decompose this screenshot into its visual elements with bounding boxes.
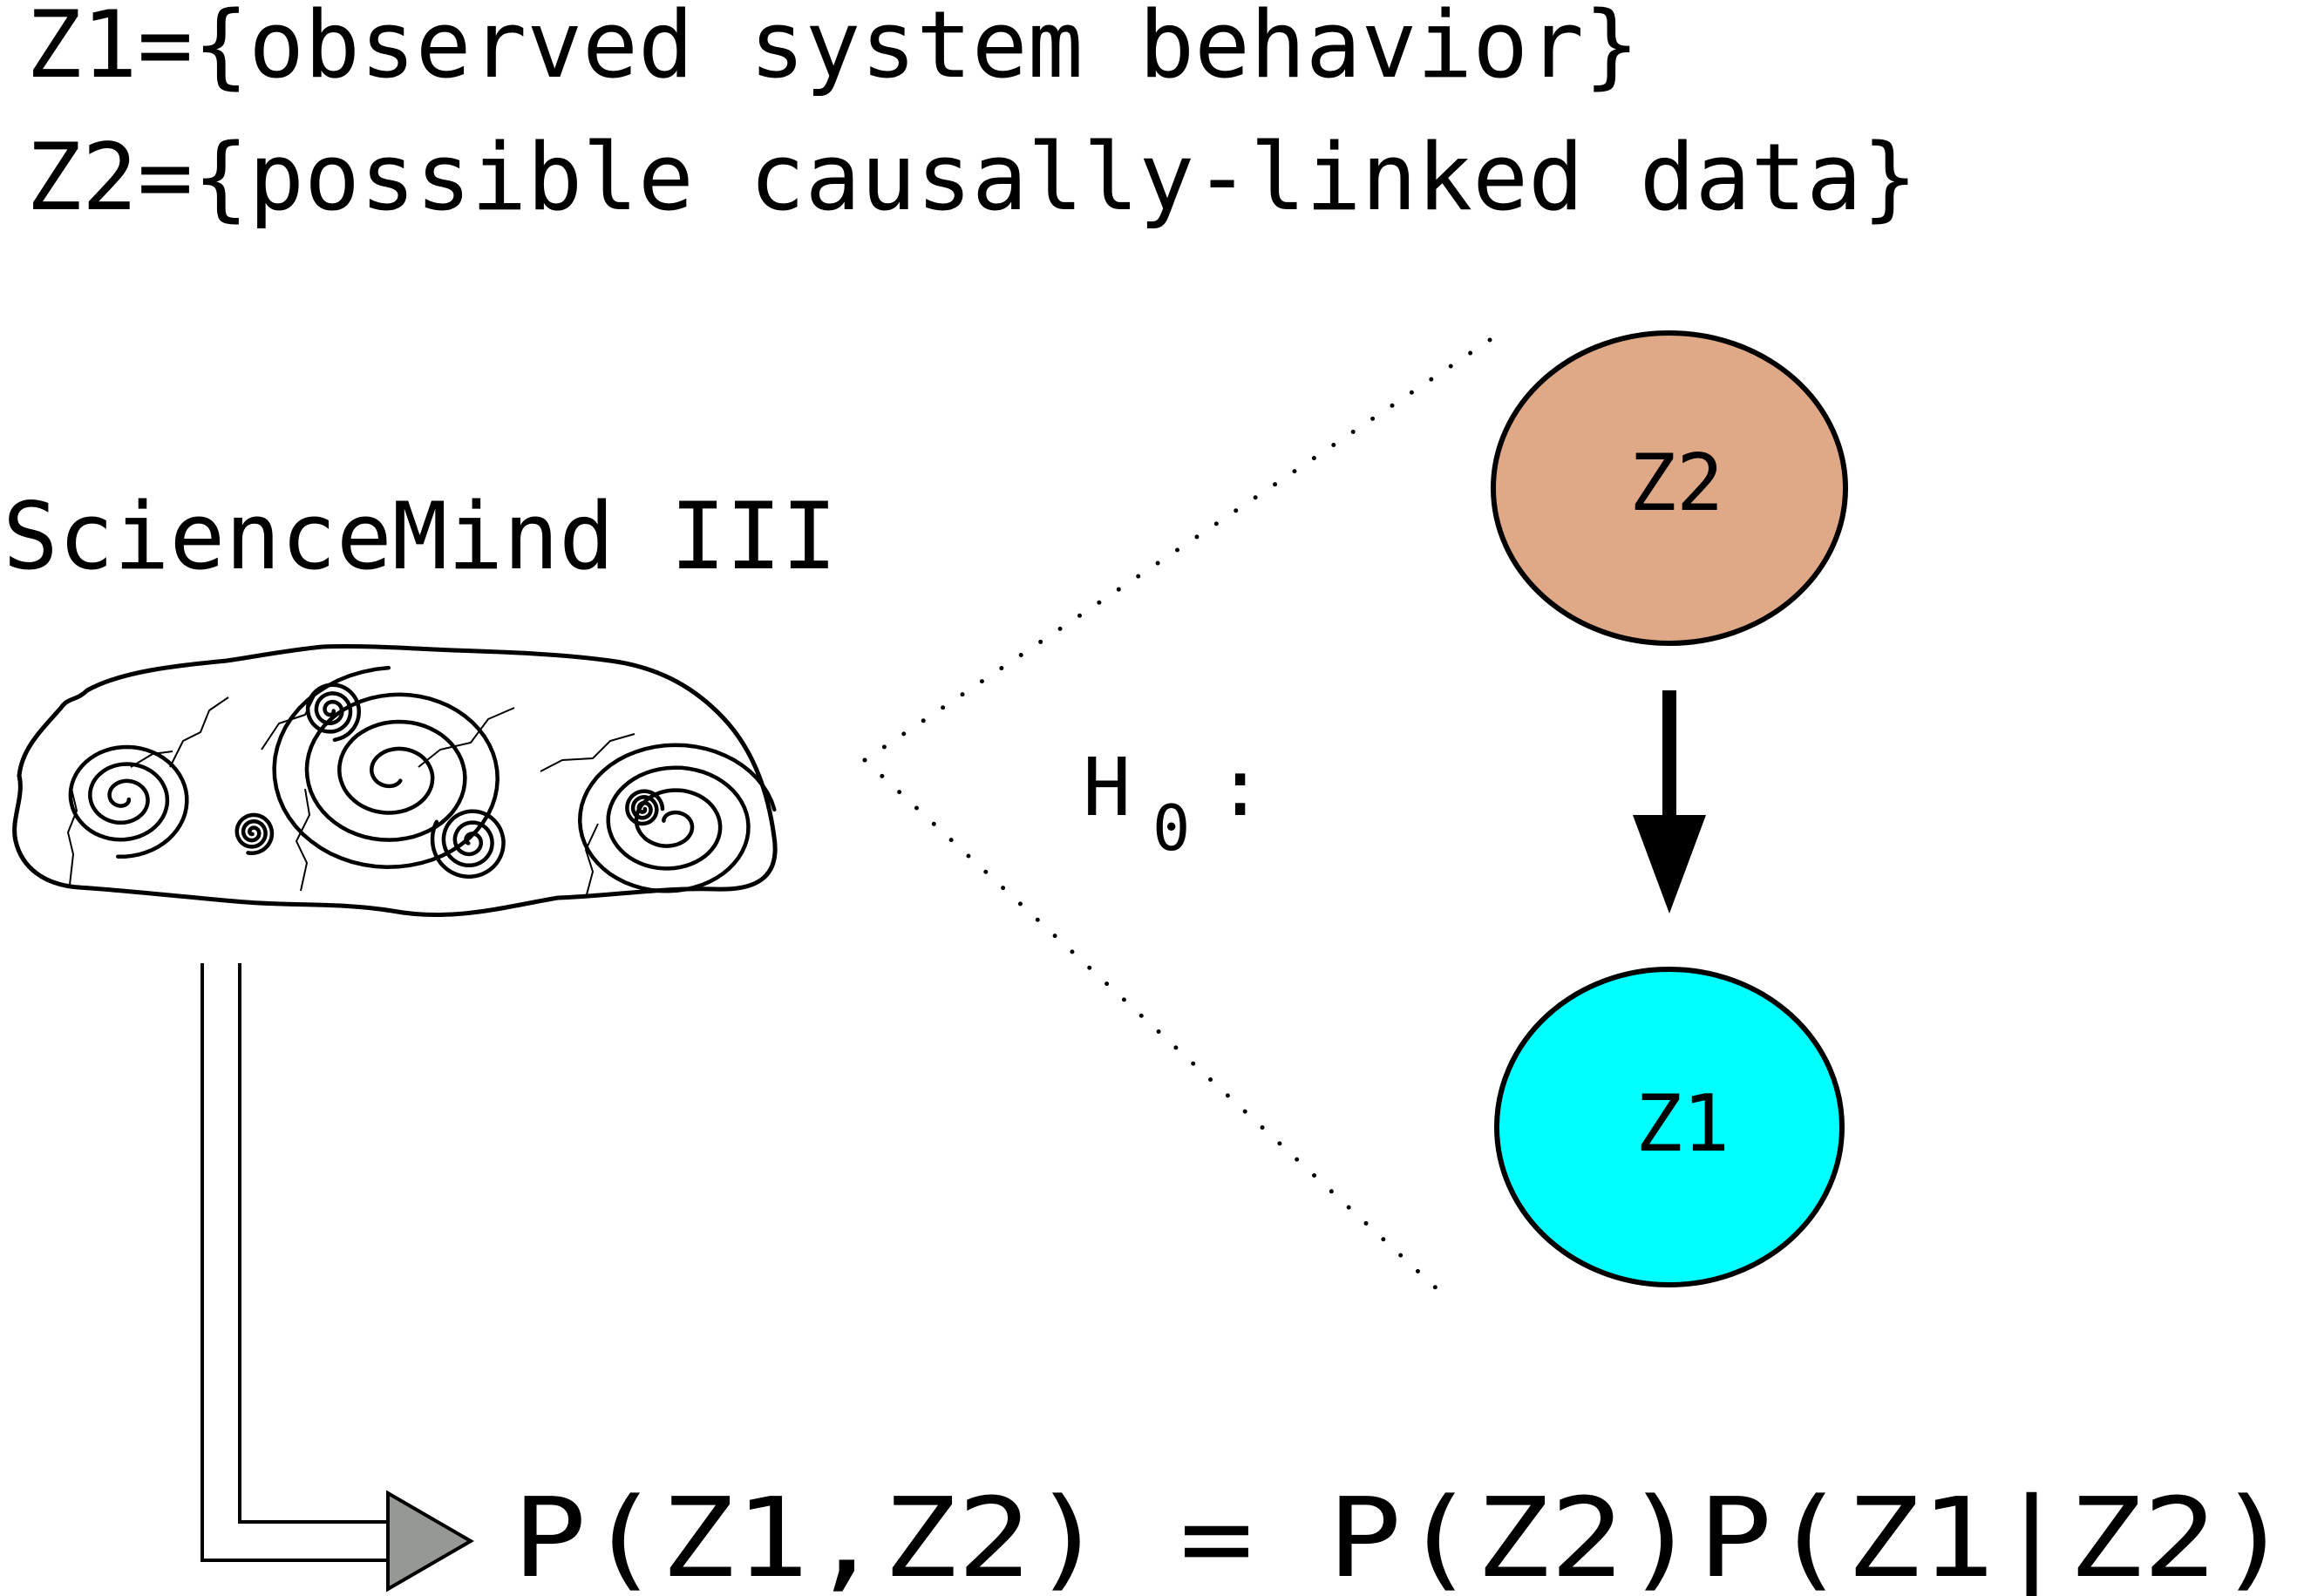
- node-z1-circle: [1494, 967, 1845, 1287]
- causal-arrow: [1633, 690, 1706, 913]
- brain-swirl-5: [430, 809, 506, 879]
- hypothesis-h: H: [1083, 741, 1131, 834]
- node-z1: Z1: [1494, 967, 1845, 1287]
- brain-swirl-7: [625, 789, 665, 826]
- brain-swirl-1: [68, 744, 189, 859]
- joint-probability-equation: P(Z1,Z2) = P(Z2)P(Z1|Z2): [513, 1474, 2291, 1596]
- brain-swirl-6: [577, 743, 777, 893]
- brain-crack-5: [418, 707, 515, 768]
- z1-definition: Z1={observed system behavior}: [26, 0, 1640, 98]
- brain-crack-2: [169, 696, 229, 768]
- hypothesis-colon: :: [1216, 741, 1264, 834]
- output-connector: [200, 963, 474, 1593]
- brain-swirls: [68, 665, 777, 893]
- node-z2: Z2: [1491, 330, 1848, 646]
- output-connector-inner: [238, 963, 388, 1524]
- output-connector-outer: [200, 963, 388, 1562]
- brain-label: ScienceMind III: [3, 483, 837, 590]
- z2-definition: Z2={possible causally-linked data}: [26, 124, 1918, 231]
- node-z1-label: Z1: [1635, 1078, 1730, 1170]
- causal-arrow-head: [1633, 815, 1706, 913]
- node-z2-circle: [1491, 330, 1848, 646]
- hypothesis-label: H 0 :: [1083, 741, 1264, 865]
- brain-crack-1: [66, 788, 78, 886]
- dotted-line-upper: [862, 336, 1495, 763]
- brain-swirl-4: [272, 665, 500, 869]
- brain-icon: [12, 643, 778, 917]
- brain-crack-4: [295, 788, 311, 892]
- hypothesis-subscript: 0: [1152, 791, 1190, 865]
- brain-swirl-2: [234, 812, 275, 856]
- brain-crack-6: [540, 733, 635, 772]
- node-z2-label: Z2: [1629, 438, 1723, 529]
- brain-crack-7: [584, 823, 599, 899]
- output-arrowhead: [386, 1490, 474, 1593]
